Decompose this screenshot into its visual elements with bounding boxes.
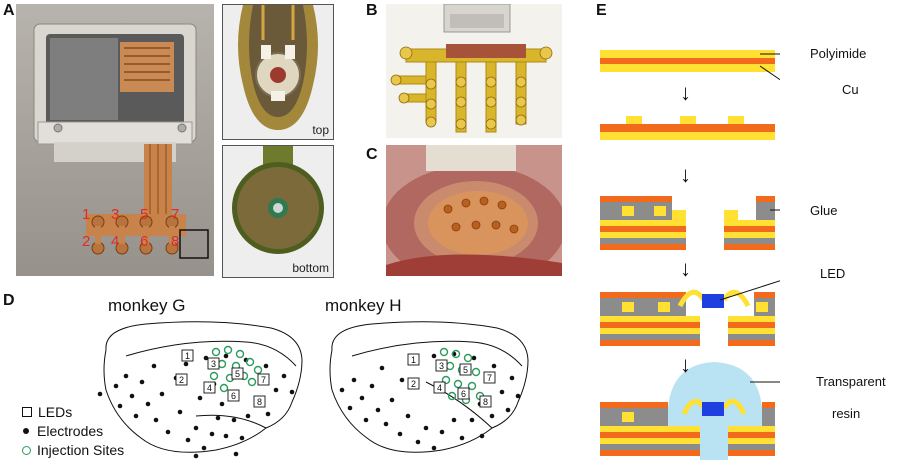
led-label: 6 <box>231 391 236 401</box>
led-label: 8 <box>483 397 488 407</box>
led-label: 7 <box>487 373 492 383</box>
led-number: 7 <box>171 206 180 223</box>
led-label: 3 <box>211 359 216 369</box>
led-label: 1 <box>411 355 416 365</box>
label-polyimide: Polyimide <box>810 46 867 61</box>
transparent-resin <box>668 362 762 408</box>
inset-bottom-photo: bottom <box>222 145 334 278</box>
led-number: 5 <box>140 206 149 223</box>
callout-lines <box>719 53 780 383</box>
step-1 <box>600 50 775 72</box>
led-square-icon <box>22 407 32 417</box>
led-label: 5 <box>463 365 468 375</box>
device-photo-drawing <box>16 4 214 276</box>
step-2 <box>600 116 775 140</box>
led-markers <box>175 349 270 408</box>
led-label: 6 <box>461 389 466 399</box>
panel-label-c: C <box>366 146 378 163</box>
inset-top-photo: top <box>222 4 334 140</box>
step-5 <box>600 362 775 460</box>
legend-electrodes-label: Electrodes <box>37 423 104 439</box>
led-markers <box>407 353 496 408</box>
injection-circle-icon <box>22 445 31 455</box>
led-label: 1 <box>185 351 190 361</box>
selected-site-box <box>179 229 209 259</box>
led-label: 7 <box>261 375 266 385</box>
down-arrow-icon: ↓ <box>680 80 691 105</box>
panel-b-photo <box>386 4 562 138</box>
led-chip <box>702 294 724 308</box>
monkey-h-title: monkey H <box>325 296 402 315</box>
legend-injection-label: Injection Sites <box>37 442 125 458</box>
label-cu: Cu <box>842 82 859 97</box>
electrode-points <box>97 353 295 459</box>
sulcus <box>125 340 297 367</box>
led-number: 2 <box>82 233 91 250</box>
panel-label-b: B <box>366 2 378 19</box>
brain-map-monkey-g: 1 2 3 4 5 6 7 8 <box>97 321 303 459</box>
panel-c-photo <box>386 145 562 276</box>
label-resin-line1: Transparent <box>816 374 886 389</box>
electrode-dot-icon <box>23 428 29 434</box>
led-chip <box>702 402 724 416</box>
led-number: 6 <box>140 233 149 250</box>
led-label: 8 <box>257 397 262 407</box>
led-number: 8 <box>171 233 180 250</box>
sulcus <box>351 340 523 367</box>
panel-label-d: D <box>3 292 15 309</box>
label-resin-line2: resin <box>832 406 861 421</box>
legend-leds-label: LEDs <box>38 404 73 420</box>
led-label: 4 <box>437 383 442 393</box>
led-number: 4 <box>111 233 120 250</box>
led-marker-labels: 1 2 3 4 5 6 7 8 <box>179 351 266 407</box>
led-label: 4 <box>207 383 212 393</box>
legend-leds: LEDs <box>22 404 72 420</box>
panel-b-drawing <box>386 4 562 138</box>
inset-bottom-caption: bottom <box>292 261 329 275</box>
led-label: 2 <box>411 379 416 389</box>
panel-label-a: A <box>3 2 15 19</box>
step-3 <box>600 196 775 250</box>
down-arrow-icon: ↓ <box>680 352 691 377</box>
inset-bottom-drawing <box>223 146 333 277</box>
inset-top-drawing <box>223 5 333 139</box>
led-number: 3 <box>111 206 120 223</box>
led-label: 2 <box>179 375 184 385</box>
led-label: 5 <box>235 369 240 379</box>
brain-outline <box>103 321 303 453</box>
led-number: 1 <box>82 206 91 223</box>
label-led: LED <box>820 266 846 281</box>
sulcus <box>195 414 267 429</box>
legend-injection: Injection Sites <box>22 442 124 458</box>
down-arrow-icon: ↓ <box>680 162 691 187</box>
fabrication-process-diagram <box>600 50 780 460</box>
inset-top-caption: top <box>312 123 329 137</box>
down-arrow-icon: ↓ <box>680 256 691 281</box>
led-label: 3 <box>439 361 444 371</box>
sulcus <box>425 381 493 429</box>
legend-electrodes: Electrodes <box>22 423 103 439</box>
injection-sites <box>209 345 263 393</box>
injection-sites <box>439 347 485 405</box>
panel-label-e: E <box>596 2 607 19</box>
electrode-points <box>339 351 521 451</box>
monkey-g-title: monkey G <box>108 296 186 315</box>
led-marker-labels: 1 2 3 4 5 6 7 8 <box>411 355 492 407</box>
panel-c-drawing <box>386 145 562 276</box>
label-glue: Glue <box>810 203 838 218</box>
brain-map-monkey-h: 1 2 3 4 5 6 7 8 <box>329 321 529 453</box>
panel-a-device-photo: 1 3 5 7 2 4 6 8 <box>16 4 214 276</box>
brain-outline <box>329 321 529 453</box>
step-4 <box>600 289 775 346</box>
